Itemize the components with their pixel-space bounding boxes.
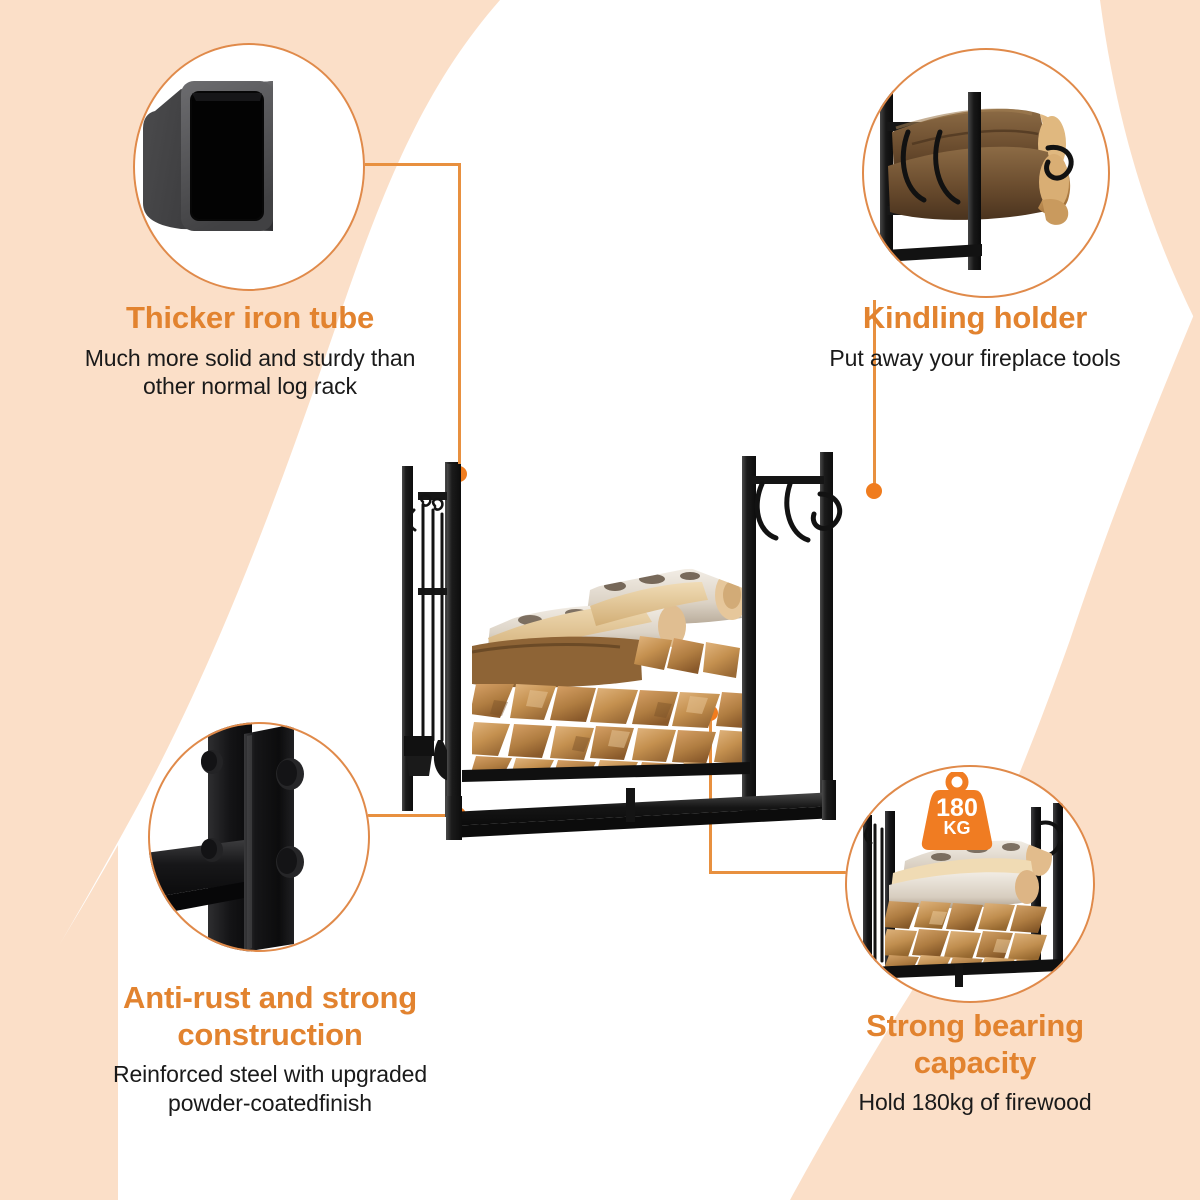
feature-text-thicker-iron-tube: Thicker iron tube Much more solid and st… (30, 300, 470, 401)
square-iron-tube-icon (143, 81, 273, 231)
connector-kindling-holder-v (873, 300, 876, 492)
connector-bearing-capacity-v (709, 714, 712, 873)
feature-desc-bearing-capacity: Hold 180kg of firewood (858, 1089, 1092, 1116)
kindling-holder-icon (880, 88, 1074, 270)
feature-desc-anti-rust-line1: Reinforced steel with upgraded (112, 1061, 428, 1088)
feature-text-bearing-capacity: Strong bearing capacity Hold 180kg of fi… (775, 1008, 1175, 1117)
feature-detail-anti-rust (148, 722, 370, 952)
connector-dot-kindling-holder (866, 483, 882, 499)
weight-badge-unit: KG (943, 818, 971, 838)
feature-detail-kindling-holder (862, 48, 1110, 298)
connector-thicker-iron-tube-h (361, 163, 461, 166)
feature-desc-anti-rust-line2: powder-coatedfinish (168, 1089, 372, 1116)
feature-text-anti-rust: Anti-rust and strong construction Reinfo… (30, 980, 510, 1118)
feature-desc-thicker-iron-tube-line1: Much more solid and sturdy than (84, 344, 416, 371)
feature-title-bearing-capacity-line1: Strong bearing (866, 1008, 1084, 1043)
feature-title-kindling-holder: Kindling holder (862, 300, 1088, 335)
feature-detail-bearing-capacity (845, 765, 1095, 1003)
feature-desc-thicker-iron-tube-line2: other normal log rack (143, 373, 357, 400)
feature-detail-thicker-iron-tube (133, 43, 365, 291)
feature-title-bearing-capacity-line2: capacity (913, 1044, 1037, 1080)
weight-capacity-badge: 180 KG (918, 772, 996, 852)
weight-badge-icon (921, 772, 993, 850)
weight-badge-value: 180 (936, 794, 978, 822)
bolted-steel-post-icon (148, 722, 304, 952)
feature-title-anti-rust-line1: Anti-rust and strong (123, 980, 417, 1015)
feature-title-thicker-iron-tube: Thicker iron tube (125, 300, 375, 335)
connector-thicker-iron-tube-v (458, 163, 461, 475)
log-rack-with-firewood (402, 452, 843, 840)
connector-bearing-capacity-h (709, 871, 849, 874)
feature-title-anti-rust-line2: construction (177, 1016, 363, 1052)
feature-text-kindling-holder: Kindling holder Put away your fireplace … (770, 300, 1180, 372)
connector-anti-rust-h (368, 814, 460, 817)
feature-desc-kindling-holder: Put away your fireplace tools (829, 344, 1121, 371)
loaded-log-rack-icon (863, 803, 1063, 987)
